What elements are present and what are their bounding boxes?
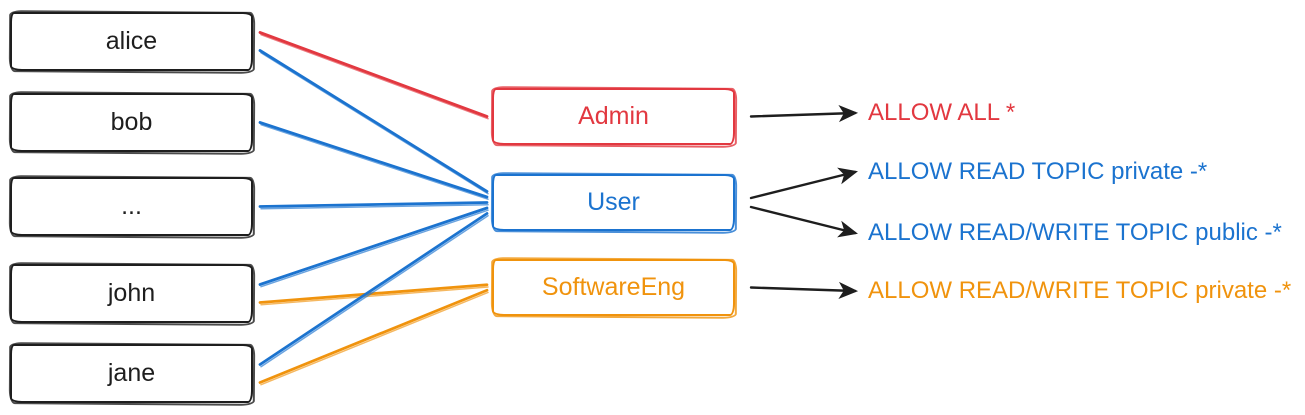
membership-line-jane-softwareeng bbox=[260, 291, 489, 386]
membership-line-john-user bbox=[258, 206, 489, 286]
membership-line-alice-admin bbox=[260, 33, 489, 120]
user-box-alice: alice bbox=[10, 12, 253, 71]
membership-line-jane-user bbox=[258, 212, 489, 366]
role-box-label: Admin bbox=[578, 102, 649, 130]
role-box-label: SoftwareEng bbox=[541, 273, 686, 301]
membership-line-alice-admin bbox=[258, 31, 489, 118]
role-box-admin: Admin bbox=[492, 88, 735, 145]
membership-line-john-softwareeng bbox=[260, 286, 489, 306]
grant-arrow-admin-allow-all bbox=[749, 104, 859, 123]
membership-line-john-user bbox=[260, 209, 489, 288]
role-box-label: User bbox=[587, 188, 640, 216]
user-box-label: ... bbox=[121, 192, 142, 220]
permission-text-allow-all: ALLOW ALL * bbox=[868, 99, 1016, 126]
permission-text-rw-public: ALLOW READ/WRITE TOPIC public -* bbox=[868, 219, 1282, 246]
permission-text-rw-private: ALLOW READ/WRITE TOPIC private -* bbox=[868, 277, 1292, 304]
membership-line-jane-user bbox=[260, 214, 489, 368]
membership-line-bob-user bbox=[260, 123, 489, 200]
grant-arrow-user-read-private bbox=[749, 167, 858, 200]
user-box-bob: bob bbox=[10, 93, 253, 152]
role-box-softwareeng: SoftwareEng bbox=[492, 259, 735, 316]
permission-text-read-private: ALLOW READ TOPIC private -* bbox=[868, 158, 1208, 185]
membership-line-alice-user bbox=[258, 49, 489, 193]
membership-line-john-softwareeng bbox=[258, 283, 489, 304]
user-box-label: jane bbox=[107, 359, 156, 387]
user-box-john: john bbox=[10, 264, 253, 323]
grant-arrow-user-rw-public bbox=[749, 205, 858, 238]
membership-line-bob-user bbox=[258, 121, 489, 199]
grant-arrow-softwareeng-rw-private bbox=[749, 281, 859, 300]
user-box-label: alice bbox=[105, 27, 158, 55]
membership-line-jane-softwareeng bbox=[258, 288, 489, 384]
role-box-user: User bbox=[492, 174, 735, 231]
membership-line-dots-user bbox=[258, 201, 489, 208]
user-box-label: john bbox=[107, 279, 156, 307]
user-box-dots: ... bbox=[10, 177, 253, 236]
user-box-label: bob bbox=[110, 108, 153, 136]
membership-line-dots-user bbox=[260, 203, 489, 210]
user-box-jane: jane bbox=[10, 344, 253, 403]
